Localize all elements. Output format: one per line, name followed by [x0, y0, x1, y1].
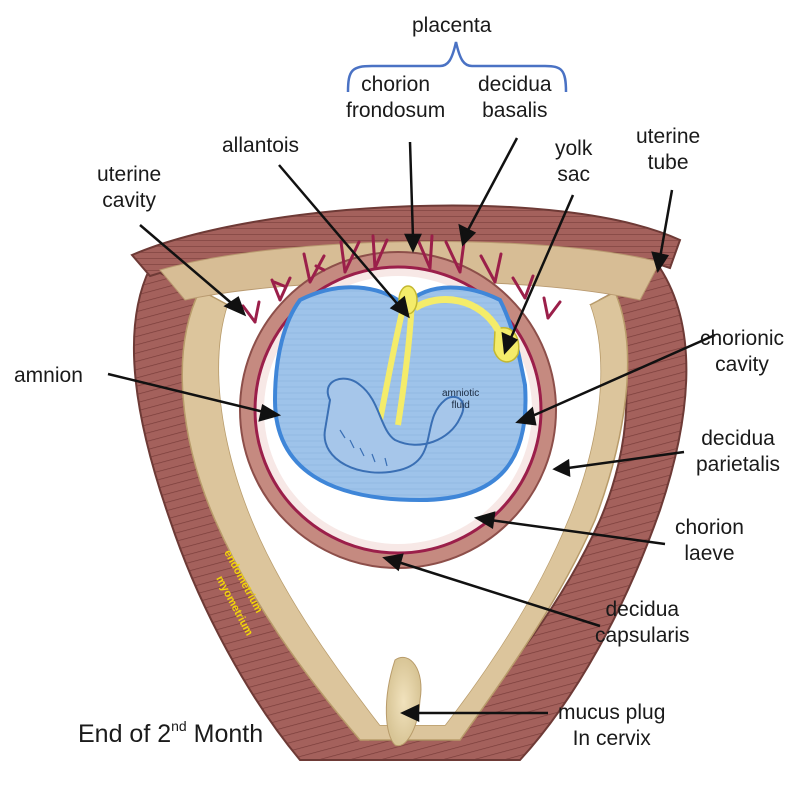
label-decidua-parietalis-line1: decidua: [696, 426, 780, 452]
label-decidua-parietalis: decidua parietalis: [696, 426, 780, 478]
label-decidua-capsularis-line1: decidua: [595, 597, 690, 623]
label-yolk-sac-line2: sac: [555, 162, 592, 188]
label-amniotic-fluid-line2: fluid: [442, 400, 479, 412]
label-allantois: allantois: [222, 133, 299, 159]
caption-sup: nd: [171, 718, 187, 734]
caption-post: Month: [187, 720, 263, 748]
label-uterine-tube-line1: uterine: [636, 124, 700, 150]
label-uterine-tube: uterine tube: [636, 124, 700, 176]
label-amnion: amnion: [14, 363, 83, 389]
label-yolk-sac-line1: yolk: [555, 136, 592, 162]
label-placenta: placenta: [412, 13, 491, 39]
label-decidua-basalis: decidua basalis: [478, 72, 552, 124]
label-yolk-sac: yolk sac: [555, 136, 592, 188]
label-chorion-laeve: chorion laeve: [675, 515, 744, 567]
label-uterine-tube-line2: tube: [636, 150, 700, 176]
label-chorionic-cavity-line1: chorionic: [700, 326, 784, 352]
label-chorion-frondosum-line2: frondosum: [346, 98, 445, 124]
label-uterine-cavity: uterine cavity: [97, 162, 161, 214]
label-mucus-plug: mucus plug In cervix: [558, 700, 665, 752]
label-decidua-basalis-line1: decidua: [478, 72, 552, 98]
label-amniotic-fluid: amniotic fluid: [442, 388, 479, 412]
label-mucus-plug-line2: In cervix: [558, 726, 665, 752]
label-mucus-plug-line1: mucus plug: [558, 700, 665, 726]
label-chorion-laeve-line1: chorion: [675, 515, 744, 541]
diagram-caption: End of 2nd Month: [78, 720, 263, 749]
label-uterine-cavity-line1: uterine: [97, 162, 161, 188]
label-decidua-capsularis: decidua capsularis: [595, 597, 690, 649]
label-decidua-capsularis-line2: capsularis: [595, 623, 690, 649]
label-chorion-frondosum-line1: chorion: [346, 72, 445, 98]
label-decidua-basalis-line2: basalis: [478, 98, 552, 124]
label-chorionic-cavity-line2: cavity: [700, 352, 784, 378]
label-uterine-cavity-line2: cavity: [97, 188, 161, 214]
label-decidua-parietalis-line2: parietalis: [696, 452, 780, 478]
label-amniotic-fluid-line1: amniotic: [442, 388, 479, 400]
label-chorion-frondosum: chorion frondosum: [346, 72, 445, 124]
label-chorionic-cavity: chorionic cavity: [700, 326, 784, 378]
caption-pre: End of 2: [78, 720, 171, 748]
label-chorion-laeve-line2: laeve: [675, 541, 744, 567]
